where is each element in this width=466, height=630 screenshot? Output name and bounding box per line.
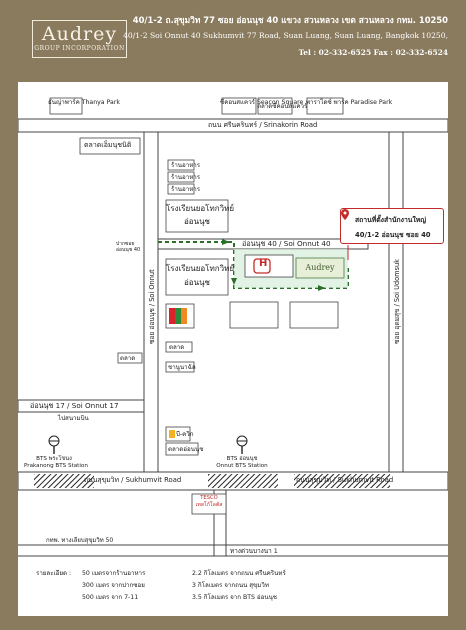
contact-numbers: Tel : 02-332-6525 Fax : 02-332-6524: [298, 48, 448, 57]
school2-line1: โรงเรียนยอโทกวิทย์: [166, 264, 235, 273]
legend-r0-c1: 2.2 กิโลเมตร จากถนน ศรีนครินทร์: [192, 570, 286, 577]
thanya-park-label: ธันญ่าพาร์ค Thanya Park: [48, 99, 120, 106]
legend-r1-c0: 300 เมตร จากปากซอย: [82, 582, 145, 589]
legend-r1-c1: 3 กิโลเมตร จากถนน สุขุมวิท: [192, 582, 269, 589]
school-2: [165, 258, 229, 296]
soi-onnut-road: [143, 131, 159, 473]
audrey-building: [295, 257, 345, 279]
callout-title: สถานที่ตั้งสำนักงานใหญ่: [355, 216, 427, 224]
school1-line1: โรงเรียนยอโทกวิทย์: [166, 204, 235, 213]
rim-box: [165, 361, 195, 373]
talad-label: ตลาด: [120, 355, 136, 362]
honda-logo-icon: [253, 258, 271, 274]
seacon-market-label: ตลาดซีคอนสแควร์: [257, 103, 308, 110]
onnut17-road: [18, 399, 145, 413]
school-1: [165, 199, 229, 233]
tesco-box: [191, 493, 227, 515]
seacon-square-label: ซีคอนสแควร์ Seacon Square: [220, 99, 304, 106]
honda-logo-text: H: [259, 258, 268, 269]
legend-title: รายละเอียด :: [36, 570, 72, 577]
bts-track-mid: [208, 474, 278, 488]
onnut40-road-label: อ่อนนุช 40 / Soi Onnut 40: [242, 239, 331, 248]
bts-phra-khanong-icon: [48, 435, 60, 454]
thanya-park-box: [49, 97, 83, 115]
audrey-building-label[interactable]: Audrey: [305, 263, 335, 272]
location-map: ธันญ่าพาร์ค Thanya Park ซีคอนสแควร์ Seac…: [18, 82, 448, 616]
school2-line2: อ่อนนุช: [184, 278, 210, 287]
bangna-km1-label: ทางด่วนบางนา 1: [230, 547, 278, 555]
logo-wordmark: Audrey: [41, 23, 118, 45]
shop-label-1: ร้านอาหาร: [171, 162, 201, 169]
header: Audrey GROUP INCORPORATION 40/1-2 ถ.สุขุ…: [0, 0, 466, 70]
callout-address: 40/1-2 อ่อนนุช ซอย 40: [355, 231, 431, 239]
srinakarin-road: [18, 118, 448, 133]
onnut17-road-label: อ่อนนุช 17 / Soi Onnut 17: [30, 401, 119, 410]
route-arrow-3: [318, 285, 325, 291]
sukhumvit-road-label-1: ถนนสุขุมวิท / Sukhumvit Road: [84, 476, 182, 484]
sukhumvit50-label: กทพ. ทางเลียบสุขุมวิท 50: [46, 537, 114, 544]
srinakarin-road-label: ถนน ศรีนครินทร์ / Srinakorin Road: [208, 121, 318, 129]
legend-r2-c0: 500 เมตร จาก 7-11: [82, 594, 139, 601]
location-pin-icon: [341, 209, 349, 220]
route-arrow-2: [231, 278, 237, 285]
address-english: 40/1-2 Soi Onnut 40 Sukhumvit 77 Road, S…: [123, 31, 448, 40]
phra-khanong-station-label: BTS พระโขนง Prakanong BTS Station: [24, 456, 88, 469]
audrey-logo[interactable]: Audrey GROUP INCORPORATION: [32, 20, 127, 58]
tesco-label: TESCO เทสโก้โลตัส: [195, 495, 223, 508]
map-drawing: [18, 97, 448, 557]
onnut-station-label: BTS อ่อนนุช Onnut BTS Station: [216, 456, 268, 469]
shop-label-3: ร้านอาหาร: [171, 186, 201, 193]
distance-legend: รายละเอียด : 50 เมตรจากร้านอาหาร 2.2 กิโ…: [36, 566, 446, 610]
hq-callout[interactable]: สถานที่ตั้งสำนักงานใหญ่ 40/1-2 อ่อนนุช ซ…: [340, 208, 444, 244]
shop-label-2: ร้านอาหาร: [171, 174, 201, 181]
bts-track-left: [34, 474, 94, 488]
seven-eleven-label: 7: [188, 312, 193, 320]
onnut-market-bottom-label: ตลาดอ่อนนุช: [168, 446, 204, 453]
talad-box: [117, 352, 143, 364]
onnut17-sub-label: ไปสนามบิน: [58, 415, 89, 422]
bts-onnut-icon: [236, 435, 248, 454]
route-arrow-1: [222, 239, 230, 245]
sukhumvit-road-label-2: ถนนสุขุมวิท / Sukhumvit Road: [296, 476, 394, 484]
paradise-park-label: พาราไดซ์ พาร์ค Paradise Park: [306, 99, 393, 106]
talad2-box: [165, 341, 193, 353]
pakpai-label: ปากซอย อ่อนนุช 40: [116, 241, 141, 253]
soi-udomsuk-vertical-label: ซอย อุดมสุข / Soi Udomsuk: [393, 259, 401, 344]
paradise-park-box: [306, 97, 344, 115]
onnut-market-label: ตลาดเอ็มนุชนิติ: [84, 141, 132, 149]
onnut-market-box: [79, 137, 141, 155]
address-thai: 40/1-2 ถ.สุขุมวิท 77 ซอย อ่อนนุช 40 แขวง…: [132, 15, 448, 25]
talad2-label: ตลาด: [169, 344, 185, 351]
rim-label: ชานูนาฉัล: [168, 364, 196, 371]
school1-line2: อ่อนนุช: [184, 217, 210, 226]
bquik-label: บี-ควิก: [176, 431, 194, 438]
bts-track-right: [294, 474, 390, 488]
logo-subtitle: GROUP INCORPORATION: [34, 45, 125, 52]
legend-r2-c1: 3.5 กิโลเมตร จาก BTS อ่อนนุช: [192, 594, 277, 601]
onnut-market-bottom-box: [165, 442, 199, 456]
soi-onnut-vertical-label: ซอย อ่อนนุช / Soi Onnut: [148, 269, 156, 344]
legend-r0-c0: 50 เมตรจากร้านอาหาร: [82, 570, 146, 577]
seacon-square-box: [221, 97, 257, 115]
seacon-market-box: [257, 97, 293, 115]
